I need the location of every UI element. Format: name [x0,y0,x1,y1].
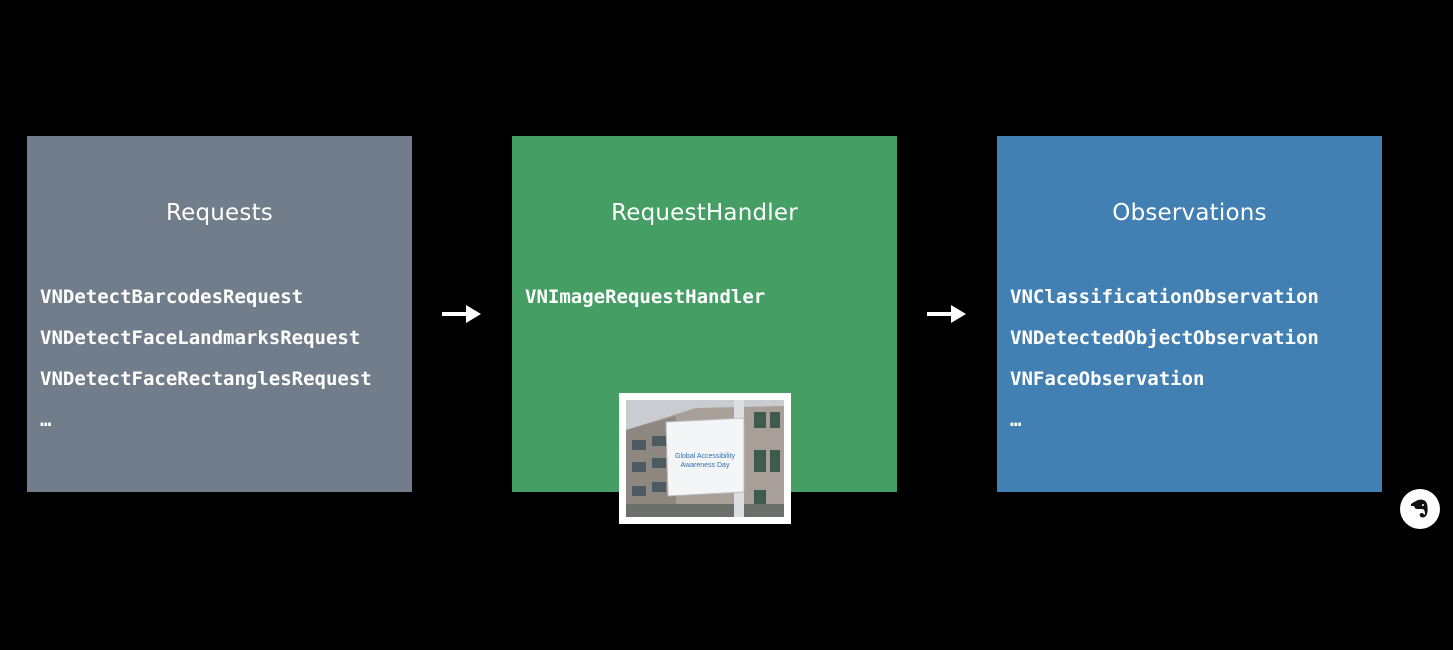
list-item: VNImageRequestHandler [525,286,766,308]
evernote-elephant-icon[interactable] [1400,489,1440,529]
list-item: … [1010,409,1022,431]
list-item: VNDetectedObjectObservation [1010,327,1319,349]
sign-text-line-2: Awareness Day [681,462,730,469]
list-item: VNDetectFaceLandmarksRequest [40,327,361,349]
requests-title: Requests [165,200,273,226]
sign-text-line-1: Global Accessibility [675,453,735,460]
list-item: VNClassificationObservation [1010,286,1319,308]
list-item: VNDetectFaceRectanglesRequest [40,368,372,390]
list-item: VNDetectBarcodesRequest [40,286,304,308]
observations-title: Observations [1112,200,1267,226]
sample-photo: Global Accessibility Awareness Day [619,393,791,524]
request-handler-list: VNImageRequestHandler [525,282,765,323]
observations-panel: Observations VNClassificationObservation… [997,136,1382,492]
list-item: … [40,409,52,431]
requests-panel: Requests VNDetectBarcodesRequest VNDetec… [27,136,412,492]
request-handler-title: RequestHandler [611,200,798,226]
arrow-right-icon [927,303,967,325]
observations-list: VNClassificationObservation VNDetectedOb… [1010,282,1319,446]
requests-list: VNDetectBarcodesRequest VNDetectFaceLand… [40,282,372,446]
list-item: VNFaceObservation [1010,368,1205,390]
arrow-right-icon [442,303,482,325]
